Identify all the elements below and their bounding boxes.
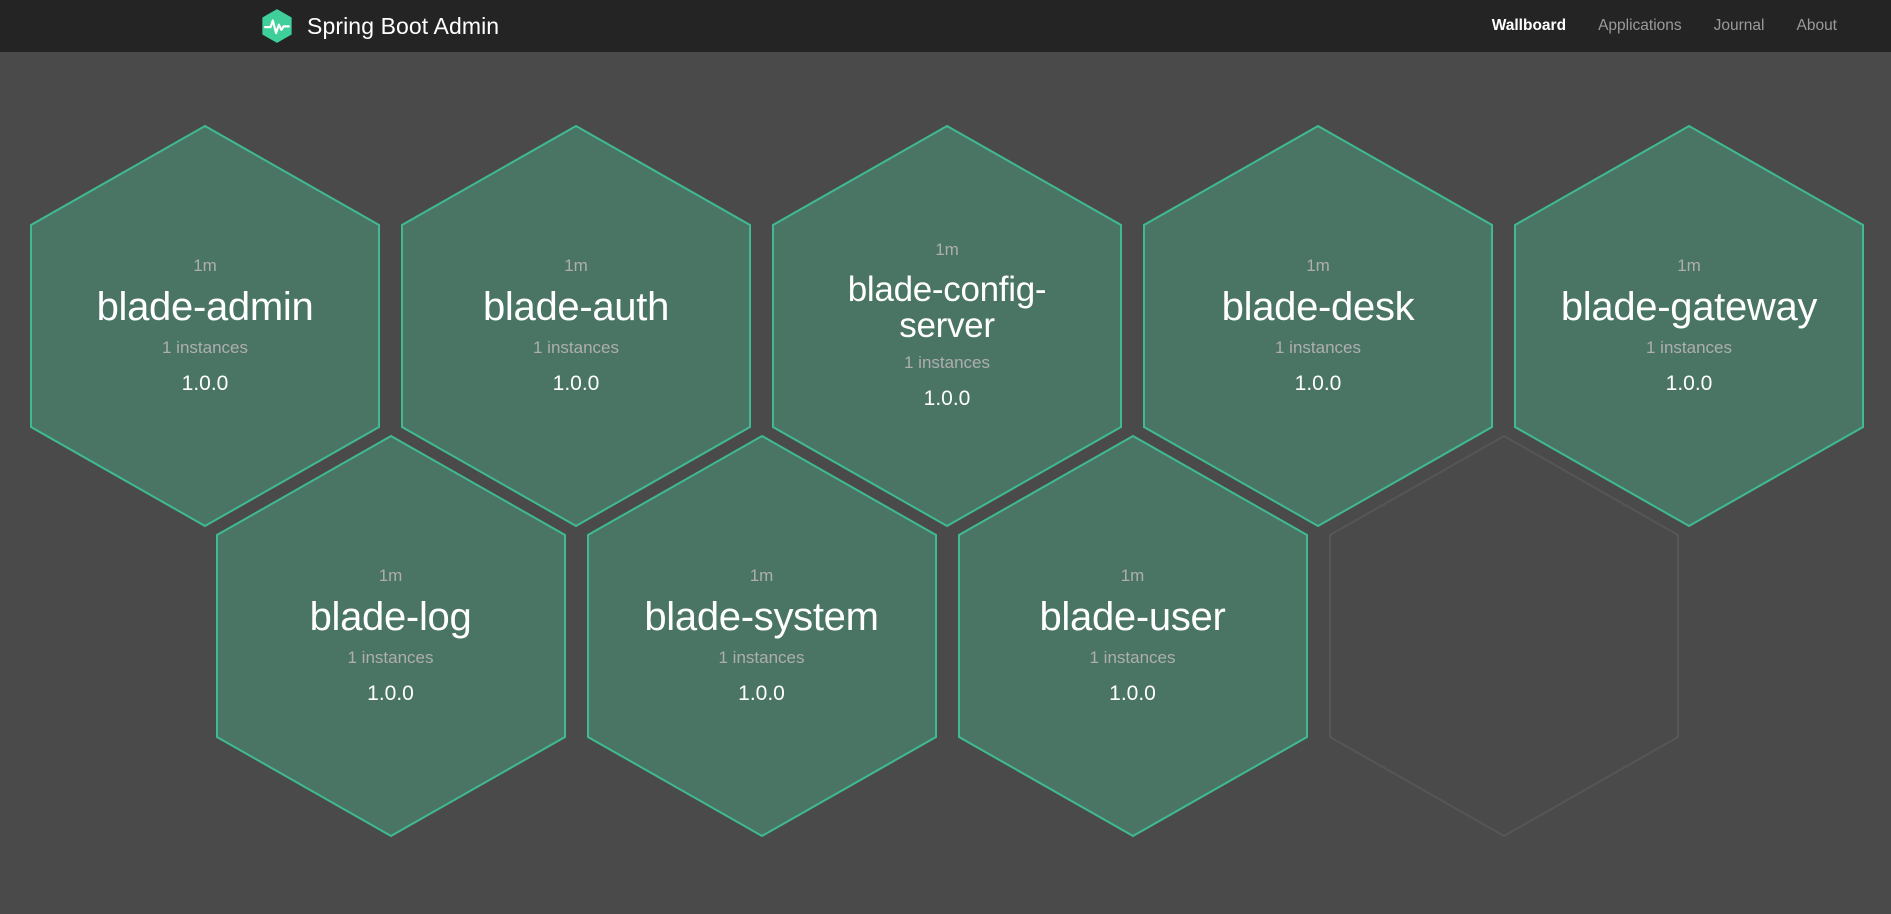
- application-hexagon[interactable]: 1mblade-system1 instances1.0.0: [586, 434, 938, 838]
- application-hexagon[interactable]: 1mblade-log1 instances1.0.0: [215, 434, 567, 838]
- hexagon-shape: [1328, 434, 1680, 838]
- hexagon-placeholder: [1328, 434, 1680, 838]
- brand-title: Spring Boot Admin: [307, 13, 499, 40]
- hexagon-shape: [586, 434, 938, 838]
- hexagon-shape: [215, 434, 567, 838]
- application-hexagon[interactable]: 1mblade-user1 instances1.0.0: [957, 434, 1309, 838]
- top-navbar: Spring Boot Admin Wallboard Applications…: [0, 0, 1891, 52]
- nav-link-about[interactable]: About: [1780, 17, 1853, 35]
- hexagon-shape: [957, 434, 1309, 838]
- wallboard-panel: 1mblade-admin1 instances1.0.01mblade-aut…: [0, 52, 1891, 914]
- heartbeat-hexagon-icon: [258, 7, 296, 45]
- brand-link[interactable]: Spring Boot Admin: [258, 7, 499, 45]
- hexagon-grid: 1mblade-admin1 instances1.0.01mblade-aut…: [0, 52, 1891, 914]
- nav-link-journal[interactable]: Journal: [1698, 17, 1781, 35]
- main-navigation: Wallboard Applications Journal About: [1476, 17, 1853, 35]
- nav-link-applications[interactable]: Applications: [1582, 17, 1698, 35]
- nav-link-wallboard[interactable]: Wallboard: [1476, 17, 1582, 35]
